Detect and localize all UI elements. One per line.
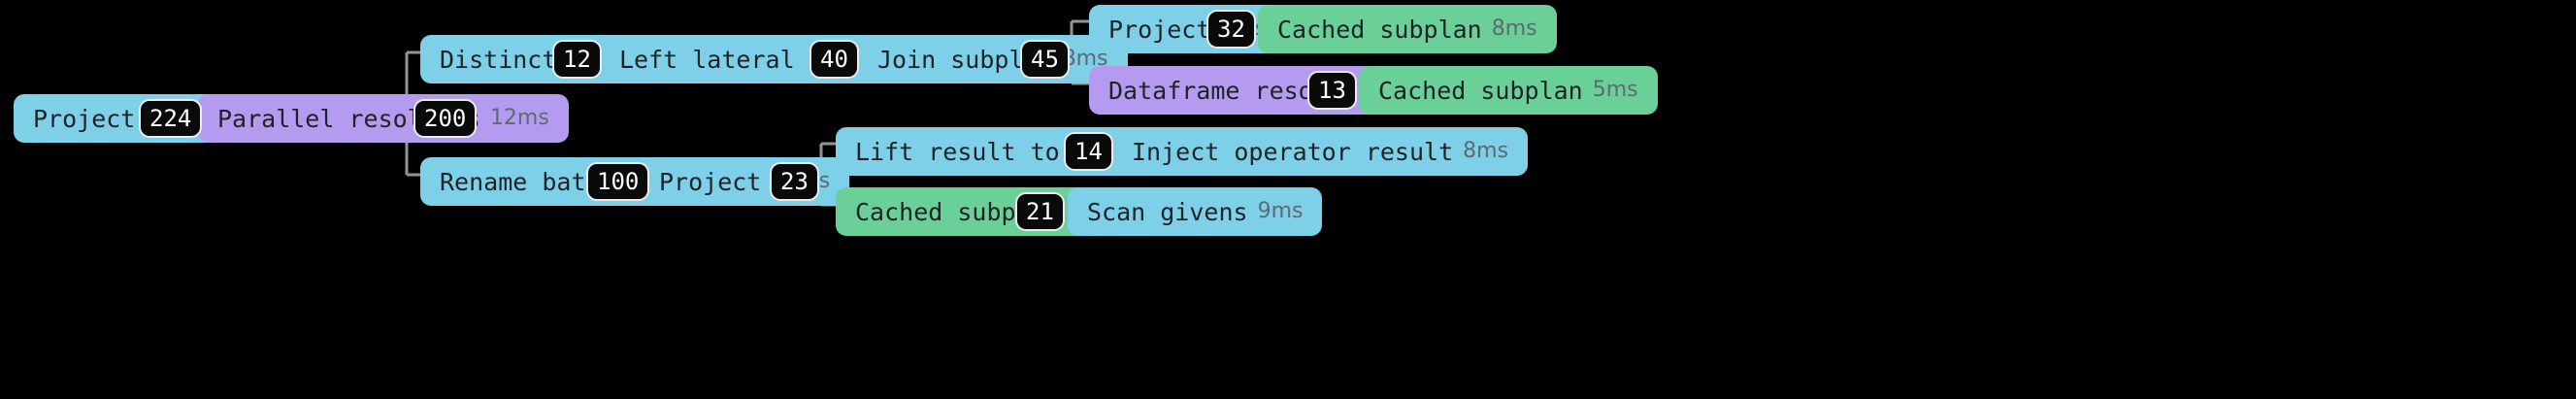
node-cached-subplan-5ms[interactable]: Cached subplan 5ms <box>1359 66 1658 115</box>
edge-label-32[interactable]: 32 <box>1206 10 1256 49</box>
edge-label-45[interactable]: 45 <box>1020 40 1070 79</box>
edge-label-40[interactable]: 40 <box>809 40 859 79</box>
edge-label-14[interactable]: 14 <box>1064 132 1113 171</box>
node-label: Project <box>33 104 136 133</box>
node-duration: 8ms <box>1062 47 1108 71</box>
node-duration: 8ms <box>1463 139 1509 163</box>
node-parallel-resolvers[interactable]: Parallel resolvers 12ms <box>198 94 569 143</box>
edge-label-23[interactable]: 23 <box>770 162 819 201</box>
node-join-subplan[interactable]: Join subplan 8ms <box>858 35 1128 83</box>
node-label: Inject operator result <box>1132 137 1454 166</box>
node-label: Cached subplan <box>1277 15 1482 44</box>
node-label: Project <box>659 167 762 196</box>
edge-label-12[interactable]: 12 <box>552 40 602 79</box>
edge-label-100[interactable]: 100 <box>586 162 650 201</box>
node-cached-subplan-8ms[interactable]: Cached subplan 8ms <box>1258 5 1557 53</box>
node-inject-operator-result[interactable]: Inject operator result 8ms <box>1112 127 1529 176</box>
edge-label-224[interactable]: 224 <box>139 99 203 138</box>
node-label: Rename batch <box>440 167 615 196</box>
edge-label-21[interactable]: 21 <box>1015 192 1065 231</box>
node-label: Project <box>1108 15 1211 44</box>
node-duration: 8ms <box>1491 17 1537 41</box>
edge-label-200[interactable]: 200 <box>413 99 478 138</box>
node-project-7ms[interactable]: Project 7ms <box>1089 5 1286 53</box>
node-scan-givens[interactable]: Scan givens 9ms <box>1068 187 1323 236</box>
node-label: Cached subplan <box>1378 76 1583 105</box>
node-duration: 9ms <box>1257 199 1304 223</box>
node-label: Distinct <box>440 45 557 74</box>
node-duration: 12ms <box>489 106 549 130</box>
node-label: Scan givens <box>1087 197 1248 226</box>
node-duration: 5ms <box>1592 78 1638 102</box>
edge-label-13[interactable]: 13 <box>1307 71 1357 110</box>
